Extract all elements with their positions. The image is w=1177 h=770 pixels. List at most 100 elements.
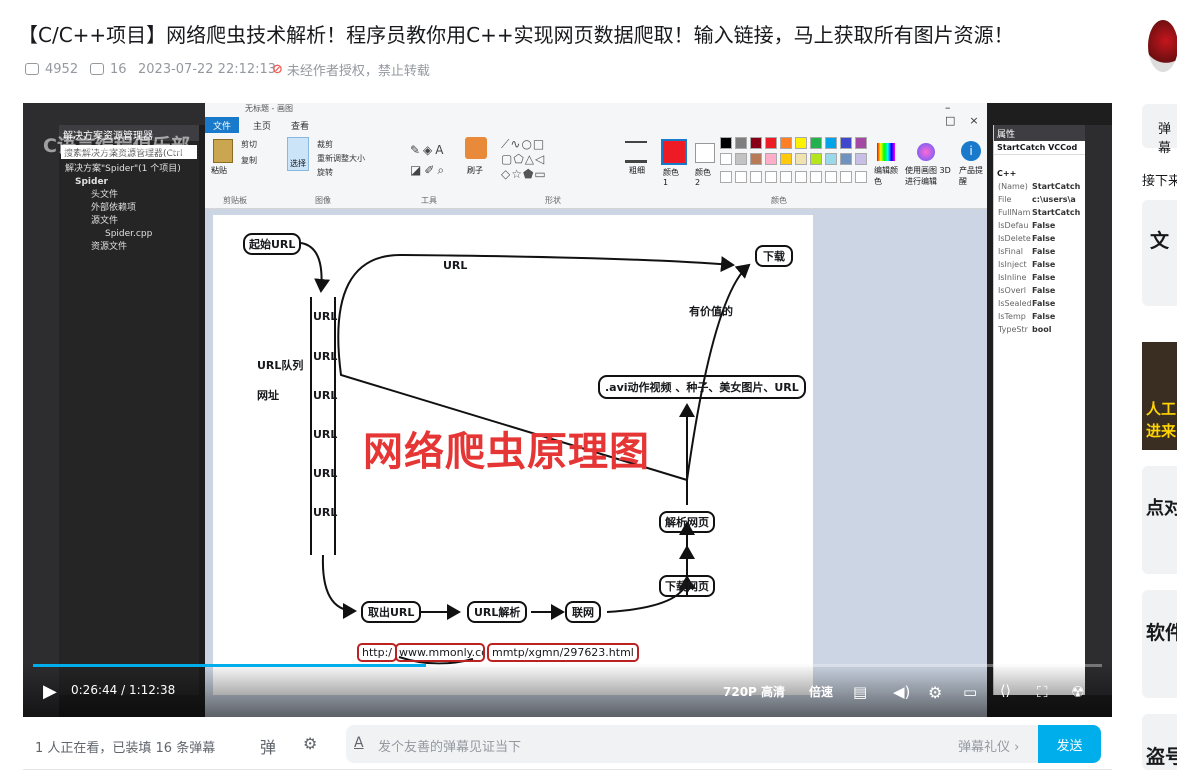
size-button[interactable]: 粗细 xyxy=(629,166,645,175)
product-alert-button[interactable]: 产品提醒 xyxy=(959,166,983,186)
property-row[interactable]: (Name)StartCatch xyxy=(994,180,1085,193)
color-palette[interactable] xyxy=(720,137,880,189)
recommend-item[interactable]: 软件 xyxy=(1142,590,1177,698)
tools-icons-2[interactable]: ◪✐⌕ xyxy=(410,163,448,177)
widescreen-icon[interactable]: ⟨⟩ xyxy=(1000,683,1011,699)
volume-icon[interactable]: ◀) xyxy=(893,683,911,701)
rotate-button[interactable]: 旋转 xyxy=(317,168,333,177)
speed-button[interactable]: 倍速 xyxy=(809,685,834,699)
paint3d-button[interactable]: 使用画图 3D 进行编辑 xyxy=(905,166,951,186)
palette-swatch-empty[interactable] xyxy=(825,171,837,183)
cut-button[interactable]: 剪切 xyxy=(241,140,257,149)
palette-swatch[interactable] xyxy=(795,153,807,165)
paint-canvas[interactable]: 起始URL URL队列 网址 URL URL URL URL URL URL U… xyxy=(213,215,813,695)
palette-swatch[interactable] xyxy=(720,137,732,149)
palette-swatch[interactable] xyxy=(840,153,852,165)
play-icon[interactable]: ▶ xyxy=(43,681,57,702)
palette-swatch-empty[interactable] xyxy=(765,171,777,183)
palette-swatch[interactable] xyxy=(735,137,747,149)
shapes-gallery[interactable]: ⟋∿○□▢⬠△◁◇☆⬟▭ xyxy=(501,137,547,181)
tools-icons[interactable]: ✎◈A xyxy=(410,143,447,157)
recommend-thumbnail[interactable]: 人工进来 xyxy=(1142,342,1177,450)
danmaku-off-icon[interactable]: ▤ xyxy=(853,683,868,701)
color1-swatch[interactable] xyxy=(661,139,687,165)
pip-icon[interactable]: ▭ xyxy=(963,683,978,701)
danmaku-input[interactable]: A 发个友善的弹幕见证当下 弹幕礼仪 › 发送 xyxy=(346,725,1101,763)
fullscreen-icon[interactable]: ⛶ xyxy=(1037,683,1048,701)
palette-swatch-empty[interactable] xyxy=(840,171,852,183)
quality-button[interactable]: 720P 高清 xyxy=(723,685,786,699)
tree-item[interactable]: 源文件 xyxy=(91,216,119,226)
send-button[interactable]: 发送 xyxy=(1038,725,1101,763)
palette-swatch[interactable] xyxy=(825,153,837,165)
danmaku-toggle-icon[interactable]: 弹 xyxy=(260,738,277,757)
palette-swatch-empty[interactable] xyxy=(720,171,732,183)
tree-item[interactable]: Spider.cpp xyxy=(105,229,153,239)
author-avatar[interactable] xyxy=(1148,20,1177,72)
video-player[interactable]: 解决方案资源管理器 搜索解决方案资源管理器(Ctrl 解决方案"Spider"(… xyxy=(23,103,1112,717)
palette-swatch[interactable] xyxy=(780,153,792,165)
progress-bar[interactable] xyxy=(33,664,1102,667)
tree-item[interactable]: 解决方案"Spider"(1 个项目) xyxy=(65,164,181,174)
font-style-icon[interactable]: A xyxy=(354,735,364,751)
palette-swatch[interactable] xyxy=(840,137,852,149)
palette-swatch[interactable] xyxy=(810,137,822,149)
palette-swatch[interactable] xyxy=(855,153,867,165)
palette-swatch-empty[interactable] xyxy=(780,171,792,183)
palette-swatch[interactable] xyxy=(795,137,807,149)
palette-swatch[interactable] xyxy=(735,153,747,165)
recommend-item[interactable]: 点对 xyxy=(1142,466,1177,574)
palette-swatch[interactable] xyxy=(780,137,792,149)
danmaku-list-tab[interactable]: 弹幕 xyxy=(1142,104,1177,156)
tv-icon[interactable] xyxy=(1019,598,1071,650)
properties-object[interactable]: StartCatch VCCod xyxy=(994,141,1085,155)
palette-swatch-empty[interactable] xyxy=(810,171,822,183)
tab-view[interactable]: 查看 xyxy=(291,122,310,132)
crop-button[interactable]: 裁剪 xyxy=(317,140,333,149)
danmaku-settings-icon[interactable]: ⚙ xyxy=(303,734,318,753)
palette-swatch-empty[interactable] xyxy=(750,171,762,183)
select-button[interactable]: 选择 xyxy=(287,137,309,171)
danmaku-etiquette-link[interactable]: 弹幕礼仪 › xyxy=(958,740,1020,755)
settings-icon[interactable]: ⚙ xyxy=(928,683,943,702)
resize-button[interactable]: 重新调整大小 xyxy=(317,154,365,163)
palette-swatch-empty[interactable] xyxy=(735,171,747,183)
tree-item[interactable]: Spider xyxy=(75,177,108,187)
palette-swatch[interactable] xyxy=(720,153,732,165)
color2-swatch[interactable] xyxy=(695,143,715,163)
recommend-item[interactable]: 文 xyxy=(1142,200,1177,306)
edit-colors-button[interactable]: 编辑颜色 xyxy=(874,166,898,186)
palette-swatch[interactable] xyxy=(765,137,777,149)
tab-file[interactable]: 文件 xyxy=(205,117,240,133)
tree-item[interactable]: 头文件 xyxy=(91,190,119,200)
palette-swatch-empty[interactable] xyxy=(855,171,867,183)
recommend-item[interactable]: 盗号 xyxy=(1142,714,1177,770)
palette-swatch[interactable] xyxy=(855,137,867,149)
tree-item[interactable]: 资源文件 xyxy=(91,242,128,252)
brush-button[interactable]: 刷子 xyxy=(467,166,483,175)
solution-search-input[interactable]: 搜索解决方案资源管理器(Ctrl xyxy=(61,145,197,159)
paste-button[interactable]: 粘贴 xyxy=(211,166,227,175)
palette-swatch[interactable] xyxy=(750,153,762,165)
palette-swatch[interactable] xyxy=(750,137,762,149)
tree-item[interactable]: 外部依赖项 xyxy=(91,203,137,213)
window-controls[interactable]: –□× xyxy=(945,103,993,127)
palette-swatch-empty[interactable] xyxy=(795,171,807,183)
tab-home[interactable]: 主页 xyxy=(253,122,272,132)
palette-swatch[interactable] xyxy=(765,153,777,165)
radiation-icon[interactable]: ☢ xyxy=(1071,683,1085,701)
palette-swatch[interactable] xyxy=(810,153,822,165)
copy-button[interactable]: 复制 xyxy=(241,156,257,165)
palette-swatch[interactable] xyxy=(825,137,837,149)
